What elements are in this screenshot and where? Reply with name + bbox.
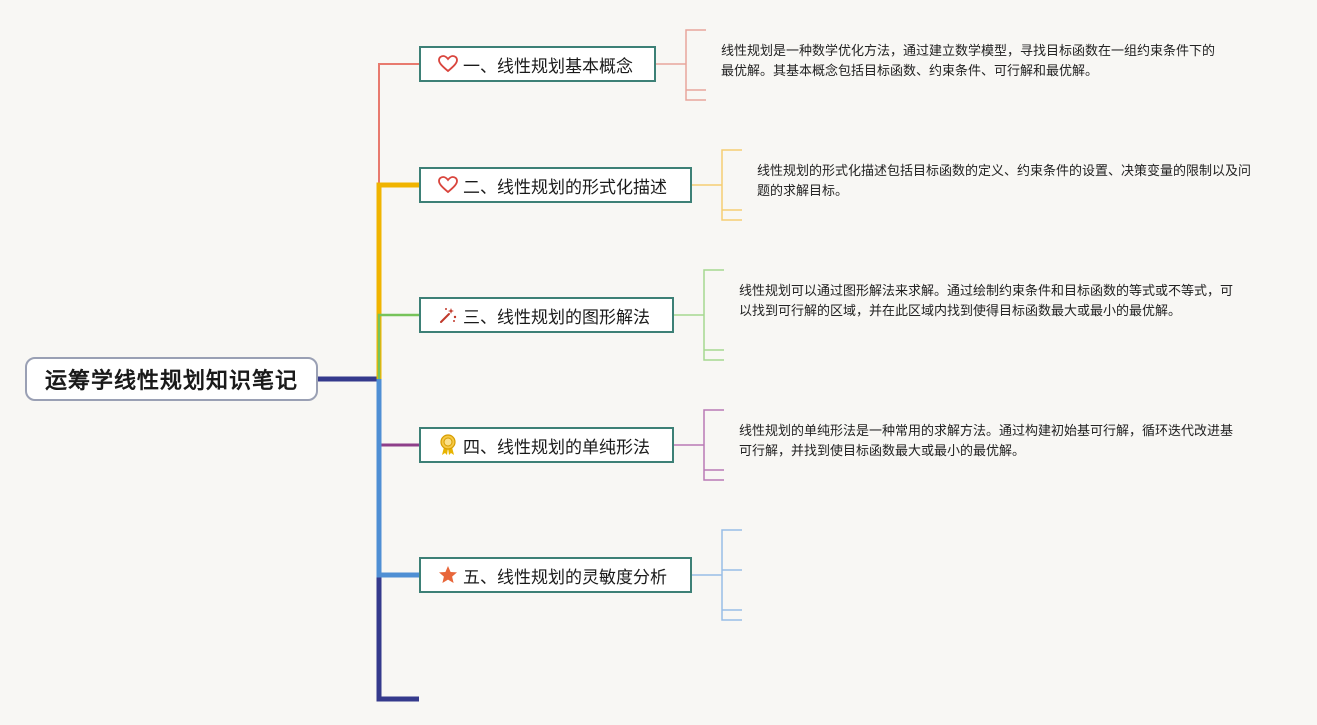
topic-formal-description[interactable]: 二、线性规划的形式化描述 bbox=[419, 167, 692, 203]
trunk-connector bbox=[318, 376, 419, 702]
root-topic[interactable]: 运筹学线性规划知识笔记 bbox=[25, 357, 318, 401]
branch-connector-4 bbox=[377, 379, 419, 447]
branch-connector-5 bbox=[376, 379, 419, 578]
topic-basic-concepts[interactable]: 一、线性规划基本概念 bbox=[419, 46, 656, 82]
note-bracket-3 bbox=[674, 269, 724, 361]
topic-note-1: 线性规划是一种数学优化方法，通过建立数学模型，寻找目标函数在一组约束条件下的最优… bbox=[721, 44, 1216, 79]
topic-label: 一、线性规划基本概念 bbox=[463, 56, 633, 77]
note-bracket-4 bbox=[674, 409, 724, 481]
branch-connector-1 bbox=[378, 63, 419, 379]
topic-label: 四、线性规划的单纯形法 bbox=[463, 437, 650, 458]
topic-simplex-method[interactable]: 四、线性规划的单纯形法 bbox=[419, 427, 674, 463]
note-bracket-2 bbox=[692, 149, 742, 221]
magic-wand-icon bbox=[437, 304, 459, 326]
heart-icon bbox=[437, 174, 459, 196]
topic-note-4: 线性规划的单纯形法是一种常用的求解方法。通过构建初始基可行解，循环迭代改进基可行… bbox=[739, 424, 1234, 459]
topic-label: 二、线性规划的形式化描述 bbox=[463, 177, 667, 198]
topic-graphical-method[interactable]: 三、线性规划的图形解法 bbox=[419, 297, 674, 333]
branch-connector-3 bbox=[377, 313, 419, 379]
note-bracket-5 bbox=[692, 529, 742, 621]
star-icon bbox=[437, 564, 459, 586]
topic-note-2: 线性规划的形式化描述包括目标函数的定义、约束条件的设置、决策变量的限制以及问题的… bbox=[757, 164, 1252, 199]
topic-note-3: 线性规划可以通过图形解法来求解。通过绘制约束条件和目标函数的等式或不等式，可以找… bbox=[739, 284, 1234, 319]
heart-icon bbox=[437, 53, 459, 75]
topic-sensitivity-analysis[interactable]: 五、线性规划的灵敏度分析 bbox=[419, 557, 692, 593]
branch-connector-2 bbox=[376, 182, 419, 379]
note-bracket-1 bbox=[656, 29, 706, 101]
ribbon-medal-icon bbox=[437, 434, 459, 456]
topic-label: 三、线性规划的图形解法 bbox=[463, 307, 650, 328]
topic-label: 五、线性规划的灵敏度分析 bbox=[463, 567, 667, 588]
root-title: 运筹学线性规划知识笔记 bbox=[44, 369, 298, 394]
